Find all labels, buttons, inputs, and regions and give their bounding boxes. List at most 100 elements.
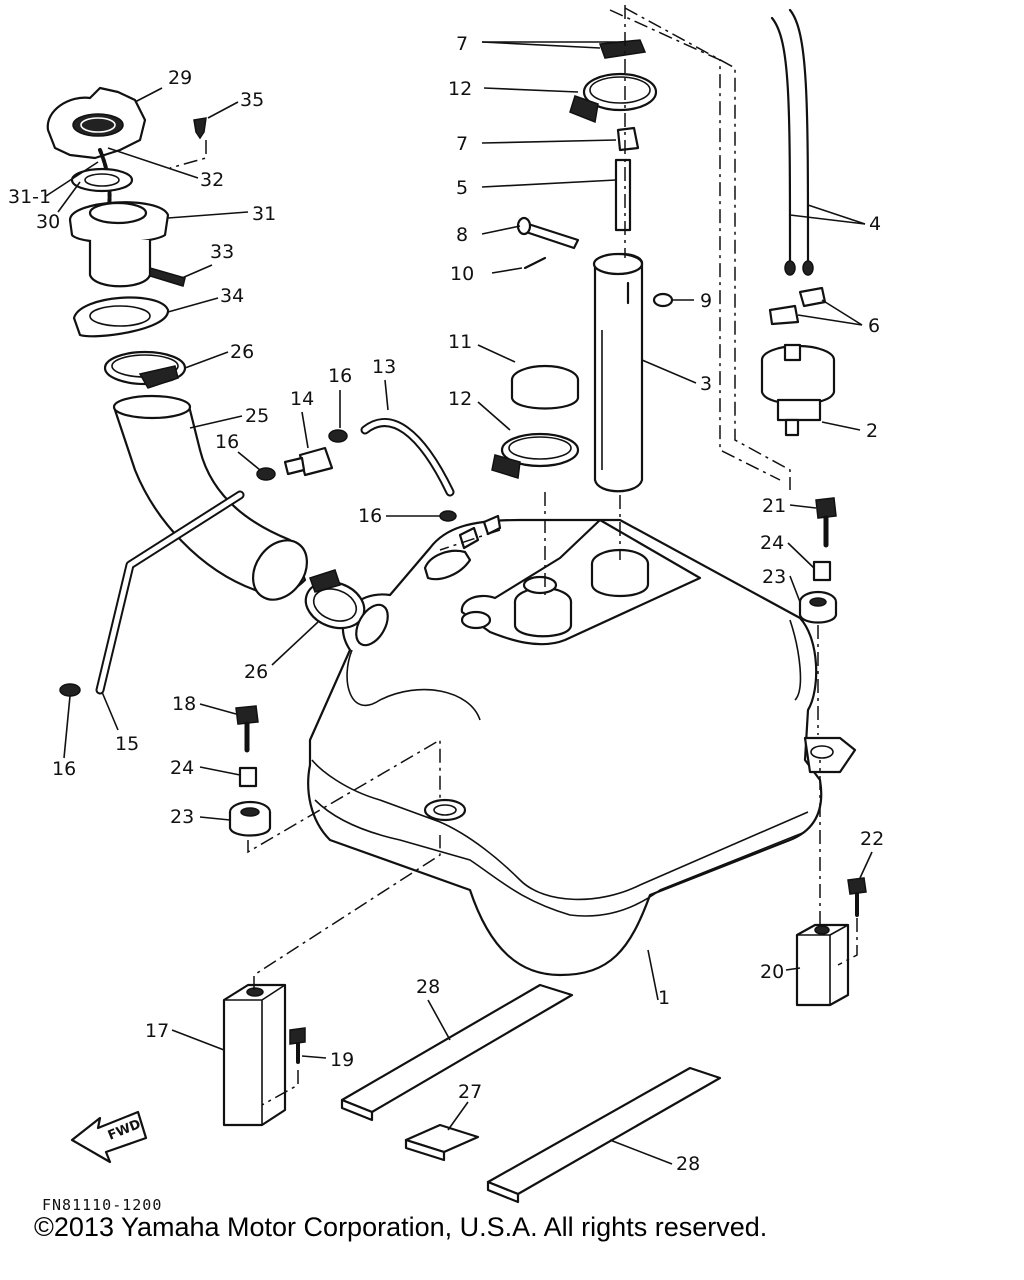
leader-line-p25: [189, 415, 243, 429]
callout-p29: 29: [168, 67, 192, 89]
leader-line-p30: [57, 181, 81, 213]
leader-line-p23a: [199, 816, 231, 821]
leader-line-p27: [447, 1101, 469, 1131]
callout-p23a: 23: [170, 806, 194, 828]
leader-line-p24b: [787, 542, 815, 569]
fwd-arrow: FWD: [70, 1110, 148, 1164]
pickup-tube-assembly: [491, 5, 791, 600]
callout-p7b: 7: [456, 133, 468, 155]
callout-p18: 18: [172, 693, 196, 715]
leader-line-p5: [481, 179, 617, 188]
callout-p34: 34: [220, 285, 244, 307]
callout-p16d: 16: [52, 758, 76, 780]
callout-p8: 8: [456, 224, 468, 246]
copyright-notice: ©2013 Yamaha Motor Corporation, U.S.A. A…: [34, 1212, 768, 1242]
leader-line-p3: [641, 359, 697, 384]
callout-p11: 11: [448, 331, 472, 353]
callout-p10: 10: [450, 263, 474, 285]
callout-p16c: 16: [358, 505, 382, 527]
leader-line-p26a: [184, 351, 229, 369]
callout-p28b: 28: [676, 1153, 700, 1175]
callout-p25: 25: [245, 405, 269, 427]
leader-line-p35: [207, 101, 239, 119]
callout-p24b: 24: [760, 532, 784, 554]
callout-p30: 30: [36, 211, 60, 233]
callout-p32: 32: [200, 169, 224, 191]
callout-p12b: 12: [448, 388, 472, 410]
leader-line-p19: [301, 1055, 327, 1059]
callout-p26a: 26: [230, 341, 254, 363]
leader-line-p16b: [237, 451, 261, 471]
leader-line-p13: [384, 379, 389, 411]
callout-p4: 4: [869, 213, 881, 235]
callout-p20: 20: [760, 961, 784, 983]
leader-line-p32: [107, 147, 199, 179]
callout-p17: 17: [145, 1020, 169, 1042]
leader-line-p12a: [483, 87, 579, 93]
leader-line-p16d: [63, 695, 71, 759]
leader-line-p7b: [481, 139, 617, 144]
leader-line-p28a: [427, 999, 451, 1041]
leader-line-p18: [199, 703, 237, 715]
leader-line-p31_1: [45, 161, 99, 197]
leader-line-p8: [481, 225, 521, 235]
filler-hose: [103, 350, 389, 647]
leader-line-p10: [491, 267, 523, 274]
callout-labels: 1234567789101112121314151616161617181920…: [8, 33, 884, 1175]
leader-line-p22: [859, 851, 873, 879]
leader-line-p20: [785, 967, 801, 971]
leader-line-p6: [821, 299, 863, 326]
callout-p19: 19: [330, 1049, 354, 1071]
pads: [340, 983, 722, 1204]
leader-line-p1: [647, 949, 659, 1001]
callout-p2: 2: [866, 420, 878, 442]
callout-p22: 22: [860, 828, 884, 850]
callout-p33: 33: [210, 241, 234, 263]
callout-p27: 27: [458, 1081, 482, 1103]
leader-line-p17: [171, 1029, 225, 1051]
breather-hoses: [59, 418, 457, 697]
filler-cap-assembly: [46, 86, 207, 338]
callout-p9: 9: [700, 290, 712, 312]
drawing-code: FN81110-1200: [42, 1196, 163, 1214]
leader-line-p21: [789, 504, 817, 509]
callout-p16a: 16: [328, 365, 352, 387]
leader-line-p33: [181, 264, 213, 279]
callout-p28a: 28: [416, 976, 440, 998]
leader-line-p31: [167, 211, 249, 219]
leader-line-p4: [789, 214, 866, 225]
callout-p1: 1: [658, 987, 670, 1009]
callout-p24a: 24: [170, 757, 194, 779]
callout-p14: 14: [290, 388, 314, 410]
leader-line-p6: [797, 314, 863, 326]
callout-p13: 13: [372, 356, 396, 378]
leader-line-p26b: [271, 621, 319, 666]
leader-line-p12b: [477, 401, 511, 431]
callout-p3: 3: [700, 373, 712, 395]
callout-p15: 15: [115, 733, 139, 755]
leader-line-p4: [807, 204, 866, 225]
callout-p12a: 12: [448, 78, 472, 100]
callout-p5: 5: [456, 177, 468, 199]
callout-p31: 31: [252, 203, 276, 225]
leader-line-p24a: [199, 766, 241, 776]
fuel-tank: [307, 514, 857, 977]
mounting-hardware: [222, 497, 867, 1127]
leader-line-p2: [821, 421, 861, 431]
callout-p7a: 7: [456, 33, 468, 55]
leader-line-p11: [477, 344, 516, 363]
callout-p26b: 26: [244, 661, 268, 683]
callout-p21: 21: [762, 495, 786, 517]
callout-p23b: 23: [762, 566, 786, 588]
leader-line-p28b: [609, 1139, 673, 1165]
leader-line-p34: [167, 297, 219, 313]
leader-line-p7a: [481, 41, 601, 49]
callout-p35: 35: [240, 89, 264, 111]
leader-line-p23b: [789, 575, 801, 603]
leader-line-p14: [301, 411, 309, 449]
callout-p6: 6: [868, 315, 880, 337]
leader-line-p29: [134, 87, 163, 103]
callout-p16b: 16: [215, 431, 239, 453]
leader-line-p15: [101, 691, 119, 731]
